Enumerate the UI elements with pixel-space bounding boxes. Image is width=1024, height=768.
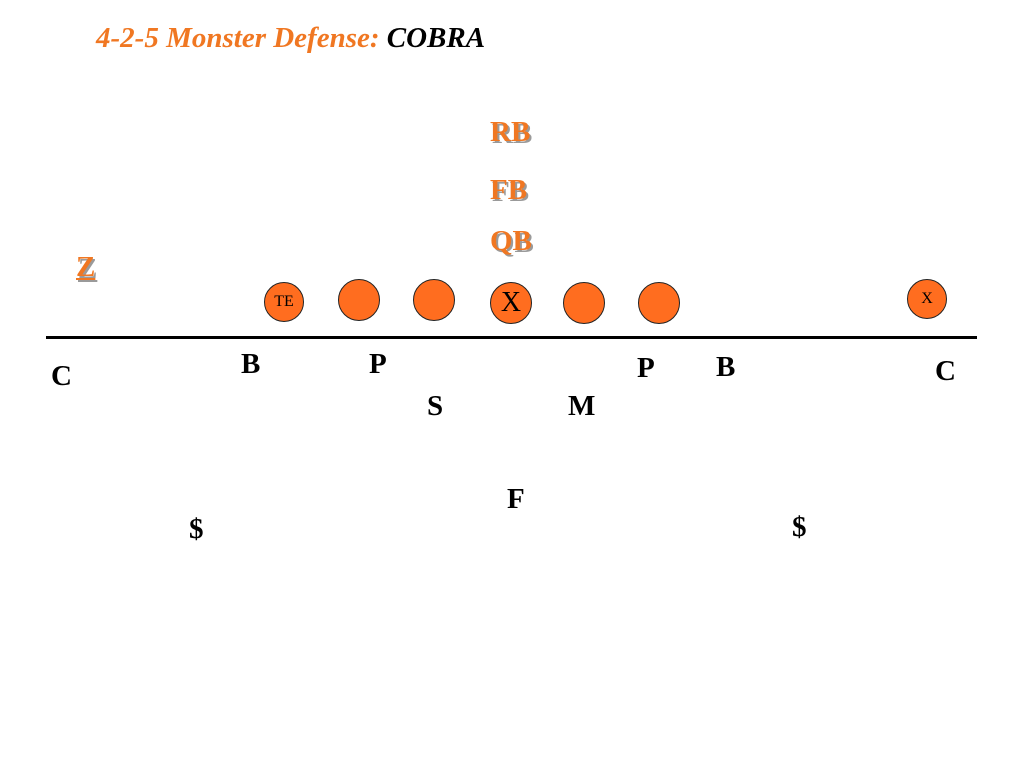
defense-dollar-left: $: [189, 513, 204, 545]
defense-player-p-right: P: [637, 352, 655, 384]
offense-center: X: [490, 282, 532, 324]
offense-x-receiver: X: [907, 279, 947, 319]
offense-lineman-left-guard: [413, 279, 455, 321]
defense-player-m: M: [568, 390, 596, 422]
title-prefix: 4-2-5 Monster Defense:: [96, 22, 380, 54]
line-of-scrimmage: [46, 336, 977, 339]
title-play-name: COBRA: [386, 22, 486, 54]
defense-corner-right: C: [935, 355, 956, 387]
defense-dollar-right: $: [792, 511, 807, 543]
defense-free-safety: F: [507, 483, 525, 515]
offense-qb-label: QB: [490, 225, 532, 257]
defense-corner-left: C: [51, 360, 72, 392]
offense-z-label: Z: [76, 251, 96, 283]
defense-player-p-left: P: [369, 348, 387, 380]
offense-lineman-left-tackle: [338, 279, 380, 321]
offense-tight-end: TE: [264, 282, 304, 322]
offense-fb-label: FB: [490, 174, 528, 206]
offense-lineman-right-guard: [563, 282, 605, 324]
defense-backer-left: B: [241, 348, 261, 380]
offense-lineman-right-tackle: [638, 282, 680, 324]
slide-title: 4-2-5 Monster Defense: COBRA: [96, 24, 485, 53]
defense-player-s: S: [427, 390, 444, 422]
offense-rb-label: RB: [490, 116, 531, 148]
defense-backer-right: B: [716, 351, 736, 383]
